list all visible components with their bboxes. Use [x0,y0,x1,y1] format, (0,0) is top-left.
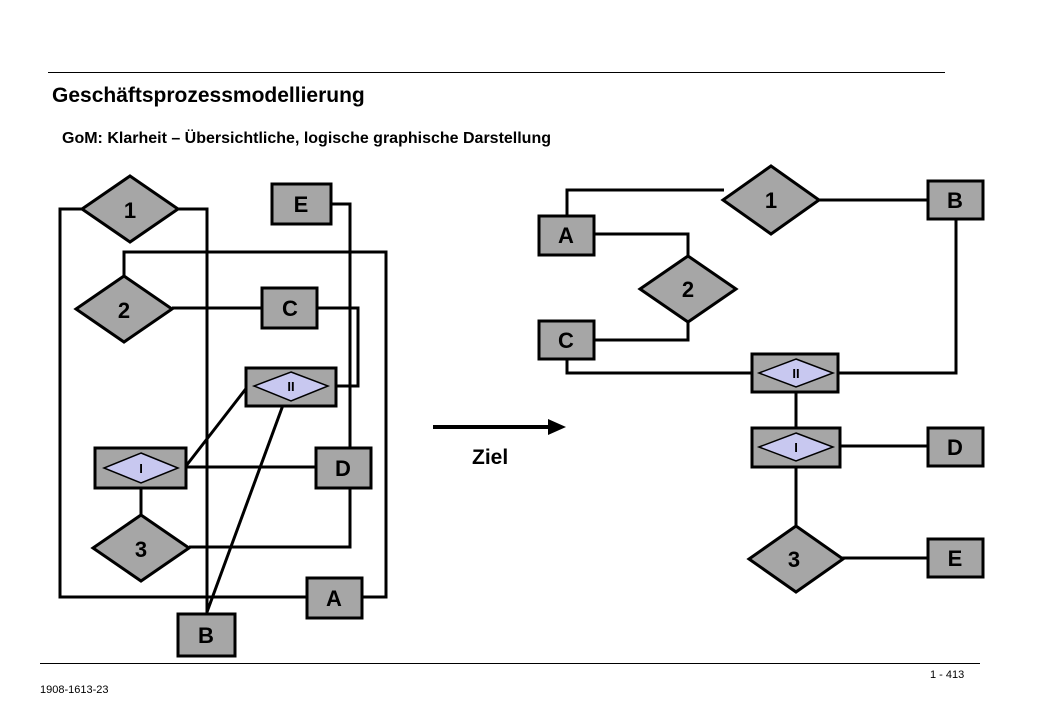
left-label-f2: 2 [118,298,130,323]
left-line-c-ii [317,306,360,388]
left-connector-i-diamond [102,452,180,484]
right-labels: 1 2 3 A B C D E II I [558,188,963,572]
page-number: 1 - 413 [930,669,965,681]
document-code: 1908-1613-23 [40,684,109,696]
goal-arrow [433,419,566,435]
right-line-b-ii [838,219,958,375]
right-line-a-f1 [565,188,724,216]
right-label-a: A [558,223,574,248]
left-event-e [270,182,333,226]
left-event-d [314,446,373,490]
left-label-a: A [326,586,342,611]
left-diagram [58,202,388,614]
right-event-c [537,319,596,361]
right-event-e [926,537,985,579]
left-line-e-f3 [189,202,352,549]
right-connector-ii-diamond [756,358,836,388]
right-diagram [565,188,958,560]
left-label-d: D [335,456,351,481]
right-connector-i-diamond [756,432,836,462]
right-event-d [926,426,985,468]
left-event-c [260,286,319,330]
right-label-d: D [947,435,963,460]
left-event-b [176,612,237,658]
bottom-rule [40,663,980,664]
left-labels: 1 2 3 E C D A B II I [118,192,351,648]
left-shapes [73,174,373,658]
right-event-a [537,214,596,257]
left-label-f1: 1 [124,198,136,223]
goal-label: Ziel [472,446,508,469]
right-function-2 [637,254,739,324]
right-label-i: I [794,440,798,455]
right-label-c: C [558,328,574,353]
right-line-a-f2 [594,232,690,257]
left-line-f1-b [175,207,209,614]
left-function-1 [79,174,181,244]
left-function-3 [90,513,192,583]
left-connector-ii-diamond [251,371,331,402]
left-line-ii-b [205,385,292,613]
page-subtitle: GoM: Klarheit – Übersichtliche, logische… [62,130,551,147]
top-rule [48,72,945,73]
left-line-f1-loop [58,207,307,599]
right-event-b [926,179,985,221]
left-label-f3: 3 [135,537,147,562]
left-label-e: E [294,192,309,217]
right-line-f2-c [594,322,690,342]
left-label-ii: II [287,379,294,394]
left-function-2 [73,274,175,344]
right-label-f3: 3 [788,547,800,572]
left-label-b: B [198,623,214,648]
right-label-ii: II [792,366,799,381]
left-line-f2-loop [122,250,388,599]
right-label-f2: 2 [682,277,694,302]
left-event-a [305,576,364,620]
right-label-e: E [948,546,963,571]
left-line-i-ii [184,385,250,467]
right-function-3 [746,524,846,594]
right-line-c-ii [565,358,752,375]
left-label-c: C [282,296,298,321]
right-label-b: B [947,188,963,213]
right-label-f1: 1 [765,188,777,213]
right-shapes [537,164,985,594]
right-function-1 [720,164,822,236]
page-title: Geschäftsprozessmodellierung [52,84,365,107]
left-label-i: I [139,461,143,476]
